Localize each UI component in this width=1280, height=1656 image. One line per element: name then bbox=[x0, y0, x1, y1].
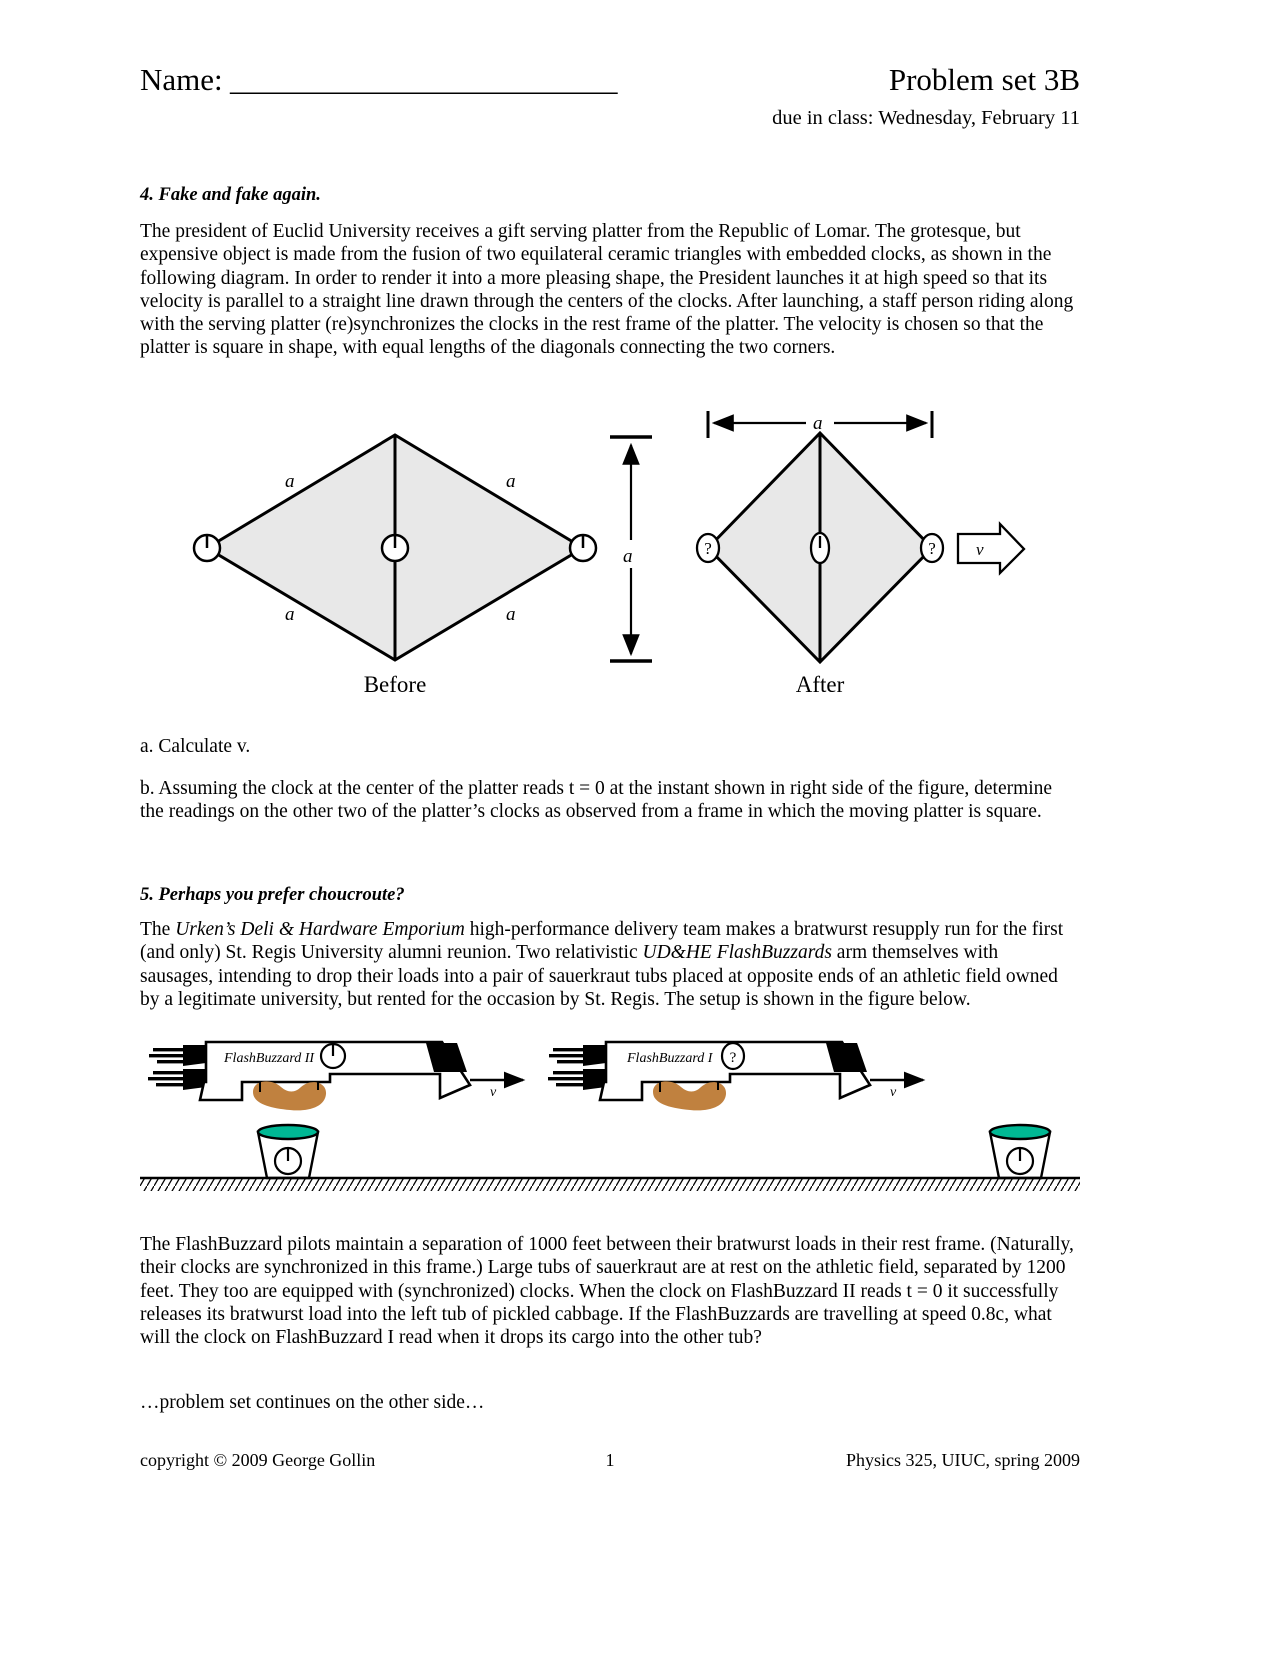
clock-after-right: ? bbox=[919, 532, 945, 564]
velocity-arrow-after: v bbox=[956, 521, 1026, 576]
p5-frag-0: The bbox=[140, 919, 176, 940]
p5-frag-2: high-performance delivery team makes a b… bbox=[140, 919, 1064, 964]
page-title: Problem set 3B bbox=[888, 62, 1080, 97]
clock-craft-right-glyph: ? bbox=[730, 1050, 737, 1066]
label-a-before-top-right: a bbox=[506, 471, 516, 492]
label-v-after: v bbox=[976, 540, 984, 559]
label-v-right: v bbox=[890, 1085, 897, 1100]
p5-frag-1: Urken’s Deli & Hardware Emporium bbox=[175, 919, 465, 940]
clock-tub-right bbox=[1005, 1146, 1035, 1176]
label-a-width: a bbox=[813, 413, 823, 434]
footer-course: Physics 325, UIUC, spring 2009 bbox=[845, 1450, 1080, 1470]
clock-after-left: ? bbox=[695, 532, 721, 564]
clock-craft-left bbox=[319, 1042, 347, 1070]
clock-after-left-glyph: ? bbox=[704, 539, 712, 558]
footer-page-number: 1 bbox=[605, 1450, 615, 1470]
bratwurst-left bbox=[253, 1081, 327, 1111]
clock-tub-left bbox=[273, 1146, 303, 1176]
dimension-width-a: a bbox=[706, 411, 934, 438]
clock-before-right bbox=[568, 533, 598, 563]
page-footer: copyright © 2009 George Gollin 1 Physics… bbox=[140, 1450, 1080, 1490]
label-a-before-top-left: a bbox=[285, 471, 295, 492]
problem-5-heading: 5. Perhaps you prefer choucroute? bbox=[140, 885, 405, 905]
footer-copyright: copyright © 2009 George Gollin bbox=[140, 1450, 376, 1470]
clock-before-center bbox=[380, 533, 410, 563]
buzzards-diagram-svg: FlashBuzzard II v bbox=[140, 1040, 1080, 1191]
exhaust-streaks-left bbox=[148, 1048, 183, 1087]
craft-flashbuzzard-2: FlashBuzzard II v bbox=[148, 1040, 526, 1111]
bratwurst-right bbox=[653, 1081, 727, 1111]
clock-after-center bbox=[809, 531, 831, 565]
problem-4-body: The president of Euclid University recei… bbox=[140, 221, 1074, 359]
p5-frag-3: UD&HE FlashBuzzards bbox=[642, 942, 832, 964]
problem-4-part-a: a. Calculate v. bbox=[140, 736, 251, 757]
platter-diagram-svg: a a a a a bbox=[192, 411, 1026, 665]
problem-4-part-b: b. Assuming the clock at the center of t… bbox=[140, 778, 1053, 823]
continues-note: …problem set continues on the other side… bbox=[140, 1392, 485, 1413]
page-header: Name: _________________________ Problem … bbox=[140, 62, 1080, 152]
label-a-before-bottom-right: a bbox=[506, 604, 516, 625]
clock-after-right-glyph: ? bbox=[928, 539, 936, 558]
caption-before: Before bbox=[363, 672, 427, 697]
dimension-height-a: a bbox=[610, 435, 652, 663]
problem-5-body: The Urken’s Deli & Hardware Emporium hig… bbox=[140, 918, 1075, 1011]
craft-label-left: FlashBuzzard II bbox=[223, 1051, 315, 1066]
problem-5-closing: The FlashBuzzard pilots maintain a separ… bbox=[140, 1234, 1074, 1349]
figure-buzzards: FlashBuzzard II v bbox=[140, 1030, 1080, 1210]
label-v-left: v bbox=[490, 1085, 497, 1100]
tub-left bbox=[256, 1123, 320, 1180]
exhaust-streaks-right bbox=[548, 1048, 583, 1087]
clock-before-left bbox=[192, 533, 222, 563]
ground-line bbox=[140, 1176, 1080, 1191]
craft-label-right: FlashBuzzard I bbox=[626, 1051, 714, 1066]
name-label: Name: bbox=[140, 62, 223, 97]
caption-after: After bbox=[795, 672, 845, 697]
clock-craft-right: ? bbox=[720, 1041, 746, 1071]
name-blank-line[interactable]: _________________________ bbox=[230, 62, 618, 97]
figure-platter: a a a a a bbox=[140, 390, 1080, 720]
label-a-height: a bbox=[623, 546, 633, 567]
problem-4-heading: 4. Fake and fake again. bbox=[140, 185, 321, 205]
craft-flashbuzzard-1: FlashBuzzard I ? v bbox=[548, 1040, 926, 1111]
tub-right bbox=[988, 1123, 1052, 1180]
label-a-before-bottom-left: a bbox=[285, 604, 295, 625]
due-date: due in class: Wednesday, February 11 bbox=[772, 107, 1080, 129]
p5-frag-4: arm themselves with sausages, intending … bbox=[140, 942, 1058, 1010]
